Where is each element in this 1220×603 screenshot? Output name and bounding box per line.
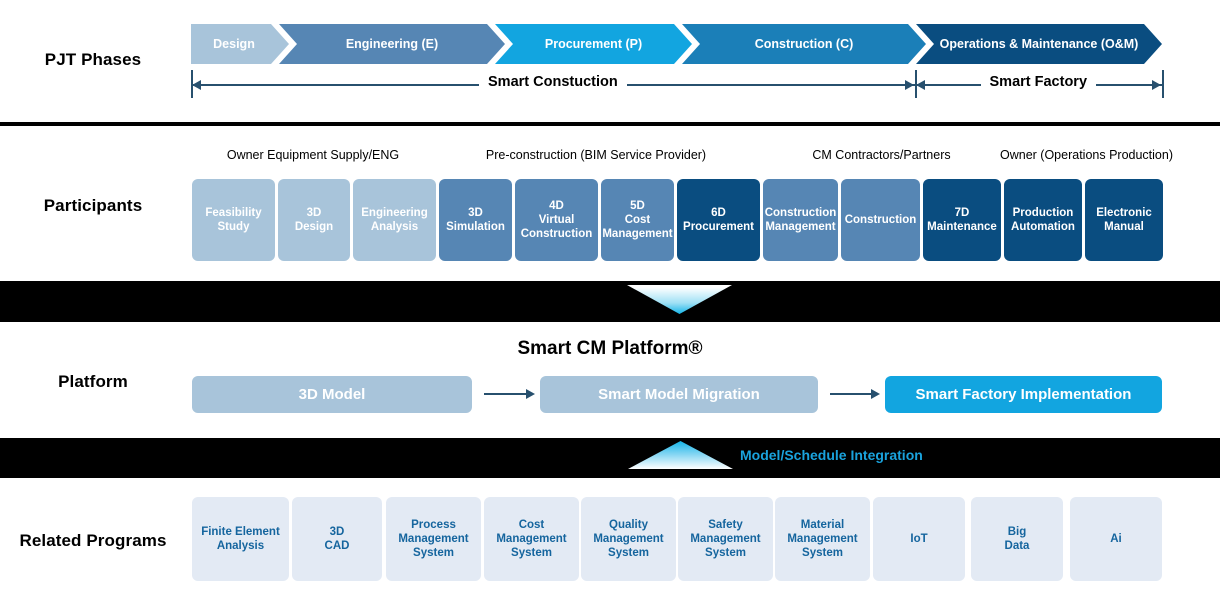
row-label-participants: Participants [43, 196, 143, 215]
participant-node-5[interactable]: 4D Virtual Construction [515, 179, 598, 261]
phase-chevron-label: Construction (C) [754, 37, 854, 51]
participant-node-4[interactable]: 3D Simulation [439, 179, 512, 261]
participant-node-2[interactable]: 3D Design [278, 179, 350, 261]
related-program-node-9[interactable]: Big Data [971, 497, 1063, 581]
related-program-node-7[interactable]: Material Management System [775, 497, 870, 581]
participant-node-12[interactable]: Electronic Manual [1085, 179, 1163, 261]
participant-node-3[interactable]: Engineering Analysis [353, 179, 436, 261]
row-label-platform: Platform [58, 372, 128, 391]
participant-group-caption-2: Pre-construction (BIM Service Provider) [485, 148, 707, 162]
related-program-node-8[interactable]: IoT [873, 497, 965, 581]
participant-node-6[interactable]: 5D Cost Management [601, 179, 674, 261]
phase-chevron-label: Operations & Maintenance (O&M) [939, 37, 1139, 51]
phase-chevron-2[interactable]: Engineering (E) [279, 24, 505, 64]
participant-node-7[interactable]: 6D Procurement [677, 179, 760, 261]
axis-arrowhead-left [192, 80, 201, 90]
participant-node-10[interactable]: 7D Maintenance [923, 179, 1001, 261]
phase-chevron-label: Procurement (P) [544, 37, 643, 51]
platform-flow-arrowhead-1 [526, 389, 535, 399]
platform-flow-arrow-line-1 [484, 393, 528, 395]
row-label-pjt-phases: PJT Phases [44, 50, 142, 69]
phase-chevron-label: Engineering (E) [345, 37, 439, 51]
phase-chevron-label: Design [213, 37, 255, 51]
related-program-node-4[interactable]: Cost Management System [484, 497, 579, 581]
platform-node-2[interactable]: Smart Model Migration [540, 376, 818, 413]
upward-flow-triangle-icon [628, 441, 733, 469]
related-program-node-6[interactable]: Safety Management System [678, 497, 773, 581]
platform-flow-arrow-line-2 [830, 393, 873, 395]
related-program-node-1[interactable]: Finite Element Analysis [192, 497, 289, 581]
model-schedule-integration-label: Model/Schedule Integration [740, 447, 923, 463]
related-program-node-2[interactable]: 3D CAD [292, 497, 382, 581]
row-label-related-programs: Related Programs [19, 531, 167, 550]
phase-chevron-3[interactable]: Procurement (P) [495, 24, 692, 64]
phase-span-axis: Smart Constuction Smart Factory [0, 70, 1220, 110]
platform-flow-arrowhead-2 [871, 389, 880, 399]
axis-arrowhead-left [916, 80, 925, 90]
participant-node-1[interactable]: Feasibility Study [192, 179, 275, 261]
participant-node-9[interactable]: Construction [841, 179, 920, 261]
participant-group-caption-3: CM Contractors/Partners [812, 148, 951, 162]
platform-node-3[interactable]: Smart Factory Implementation [885, 376, 1162, 413]
related-program-node-5[interactable]: Quality Management System [581, 497, 676, 581]
participant-node-8[interactable]: Construction Management [763, 179, 838, 261]
participant-node-11[interactable]: Production Automation [1004, 179, 1082, 261]
related-program-node-10[interactable]: Ai [1070, 497, 1162, 581]
phase-chevron-bar: Design Engineering (E) Procurement (P) Cons… [191, 24, 1162, 64]
downward-flow-triangle-icon [627, 285, 732, 314]
phase-chevron-5[interactable]: Operations & Maintenance (O&M) [916, 24, 1162, 64]
platform-title: Smart CM Platform® [517, 338, 703, 359]
phase-chevron-4[interactable]: Construction (C) [682, 24, 926, 64]
participant-group-caption-1: Owner Equipment Supply/ENG [226, 148, 400, 162]
axis-tick [1162, 70, 1164, 98]
phase-span-label-2: Smart Factory [980, 74, 1097, 90]
axis-arrowhead-right [905, 80, 914, 90]
axis-arrowhead-right [1152, 80, 1161, 90]
related-program-node-3[interactable]: Process Management System [386, 497, 481, 581]
phase-chevron-1[interactable]: Design [191, 24, 289, 64]
platform-node-1[interactable]: 3D Model [192, 376, 472, 413]
phase-span-label-1: Smart Constuction [479, 74, 627, 90]
participant-group-caption-4: Owner (Operations Production) [1000, 148, 1173, 162]
